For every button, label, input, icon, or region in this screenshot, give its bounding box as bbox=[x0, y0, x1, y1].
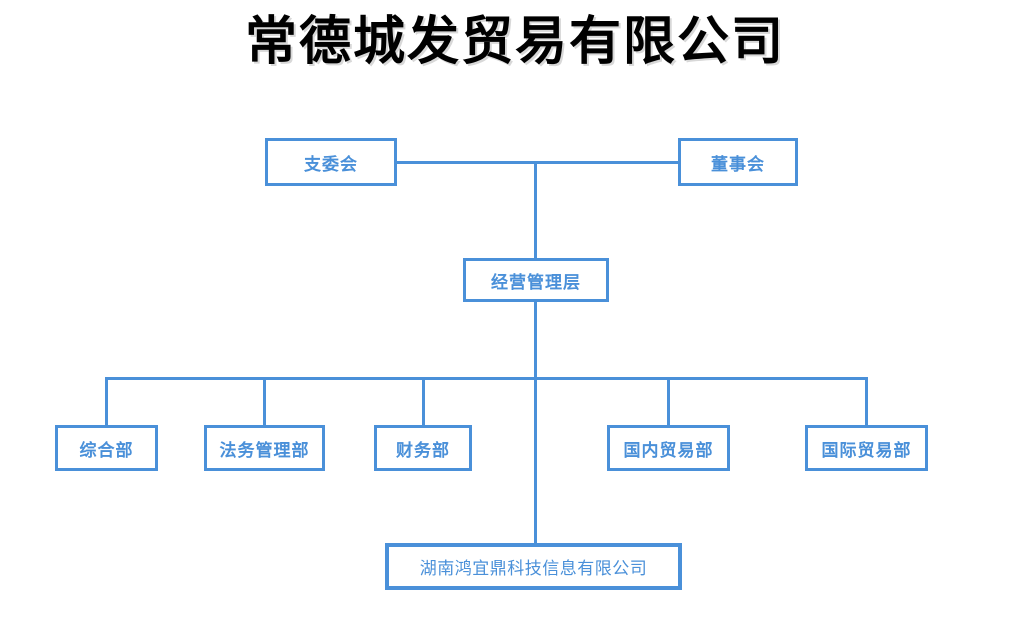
connector-management-down bbox=[534, 302, 537, 379]
node-label: 财务部 bbox=[396, 440, 450, 460]
connector-drop-finance bbox=[422, 377, 425, 425]
node-general-affairs[interactable]: 综合部 bbox=[55, 425, 158, 471]
connector-drop-domestic-trade bbox=[667, 377, 670, 425]
page-title: 常德城发贸易有限公司 bbox=[244, 14, 785, 71]
connector-drop-subsidiary bbox=[534, 377, 537, 543]
node-label: 国际贸易部 bbox=[821, 440, 912, 460]
node-domestic-trade[interactable]: 国内贸易部 bbox=[607, 425, 730, 471]
node-label: 国内贸易部 bbox=[623, 440, 714, 460]
node-label: 经营管理层 bbox=[491, 272, 581, 292]
connector-to-management bbox=[534, 161, 537, 258]
node-finance[interactable]: 财务部 bbox=[374, 425, 472, 471]
node-party-committee[interactable]: 支委会 bbox=[265, 138, 397, 186]
node-management-layer[interactable]: 经营管理层 bbox=[463, 258, 609, 302]
node-subsidiary[interactable]: 湖南鸿宜鼎科技信息有限公司 bbox=[385, 543, 682, 590]
node-label: 董事会 bbox=[711, 154, 765, 174]
connector-drop-general-affairs bbox=[105, 377, 108, 425]
connector-drop-international-trade bbox=[865, 377, 868, 425]
node-label: 综合部 bbox=[79, 440, 134, 460]
node-label: 法务管理部 bbox=[219, 440, 310, 460]
node-board-of-directors[interactable]: 董事会 bbox=[678, 138, 798, 186]
connector-department-bus bbox=[105, 377, 867, 380]
node-legal-management[interactable]: 法务管理部 bbox=[204, 425, 325, 471]
connector-level1-horizontal bbox=[397, 161, 678, 164]
node-label: 支委会 bbox=[304, 154, 358, 174]
connector-drop-legal-management bbox=[263, 377, 266, 425]
node-international-trade[interactable]: 国际贸易部 bbox=[805, 425, 928, 471]
node-label: 湖南鸿宜鼎科技信息有限公司 bbox=[419, 559, 648, 578]
